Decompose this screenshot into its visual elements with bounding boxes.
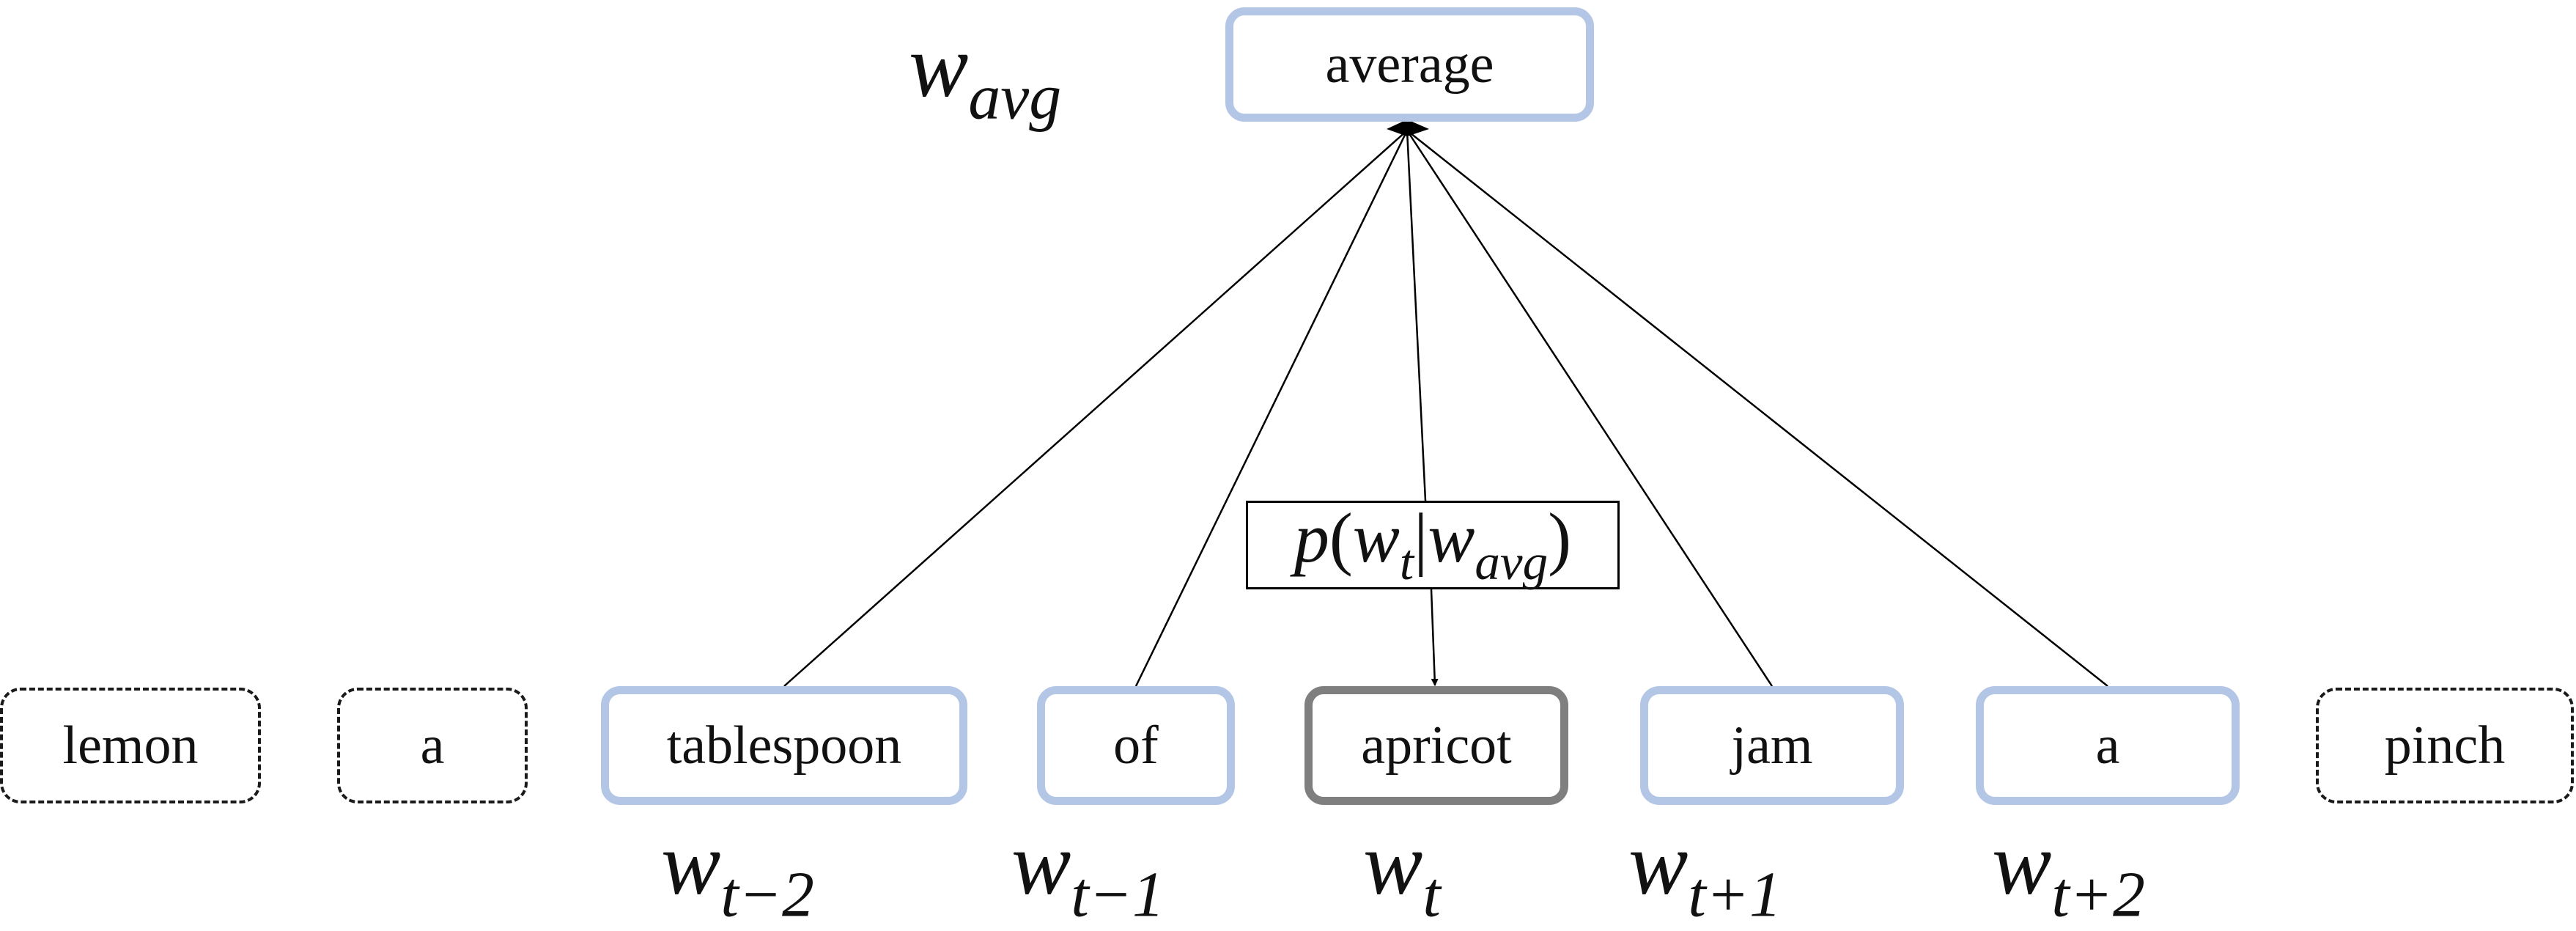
word-node-lemon: lemon: [0, 688, 261, 803]
word-label: lemon: [62, 715, 199, 776]
edge-tablespoon-to-average: [783, 130, 1408, 687]
word-node-apricot: apricot: [1304, 686, 1568, 805]
word-label: a: [2095, 715, 2120, 776]
average-node: average: [1225, 7, 1594, 122]
arrowhead-average: [1387, 119, 1429, 136]
word-label: of: [1113, 715, 1159, 776]
math-label-t-plus-2: wt+2: [1992, 814, 2145, 931]
edge-of-to-average: [1134, 130, 1409, 687]
edge-jam-to-average: [1406, 130, 1774, 687]
edge-average-to-prob: [1406, 130, 1427, 501]
average-math-label: wavg: [909, 17, 1062, 133]
word-node-tablespoon: tablespoon: [601, 686, 967, 805]
word-node-a-left: a: [337, 688, 528, 803]
word-node-pinch: pinch: [2316, 688, 2574, 803]
word-node-a-right: a: [1976, 686, 2240, 805]
probability-box: p(wt|wavg): [1246, 501, 1620, 589]
word-label: tablespoon: [666, 715, 902, 776]
word-label: a: [420, 715, 445, 776]
math-label-t-minus-2: wt−2: [661, 814, 814, 931]
math-label-t-plus-1: wt+1: [1628, 814, 1782, 931]
edge-prob-to-apricot: [1430, 589, 1439, 686]
word-label: jam: [1731, 715, 1813, 776]
word-node-of: of: [1037, 686, 1235, 805]
average-node-label: average: [1325, 34, 1494, 95]
probability-label: p(wt|wavg): [1293, 498, 1572, 591]
edge-a-to-average: [1406, 130, 2108, 687]
math-label-t-minus-1: wt−1: [1011, 814, 1165, 931]
math-label-t: wt: [1363, 814, 1441, 931]
word-label: apricot: [1361, 715, 1512, 776]
word-label: pinch: [2384, 715, 2506, 776]
word-node-jam: jam: [1640, 686, 1904, 805]
